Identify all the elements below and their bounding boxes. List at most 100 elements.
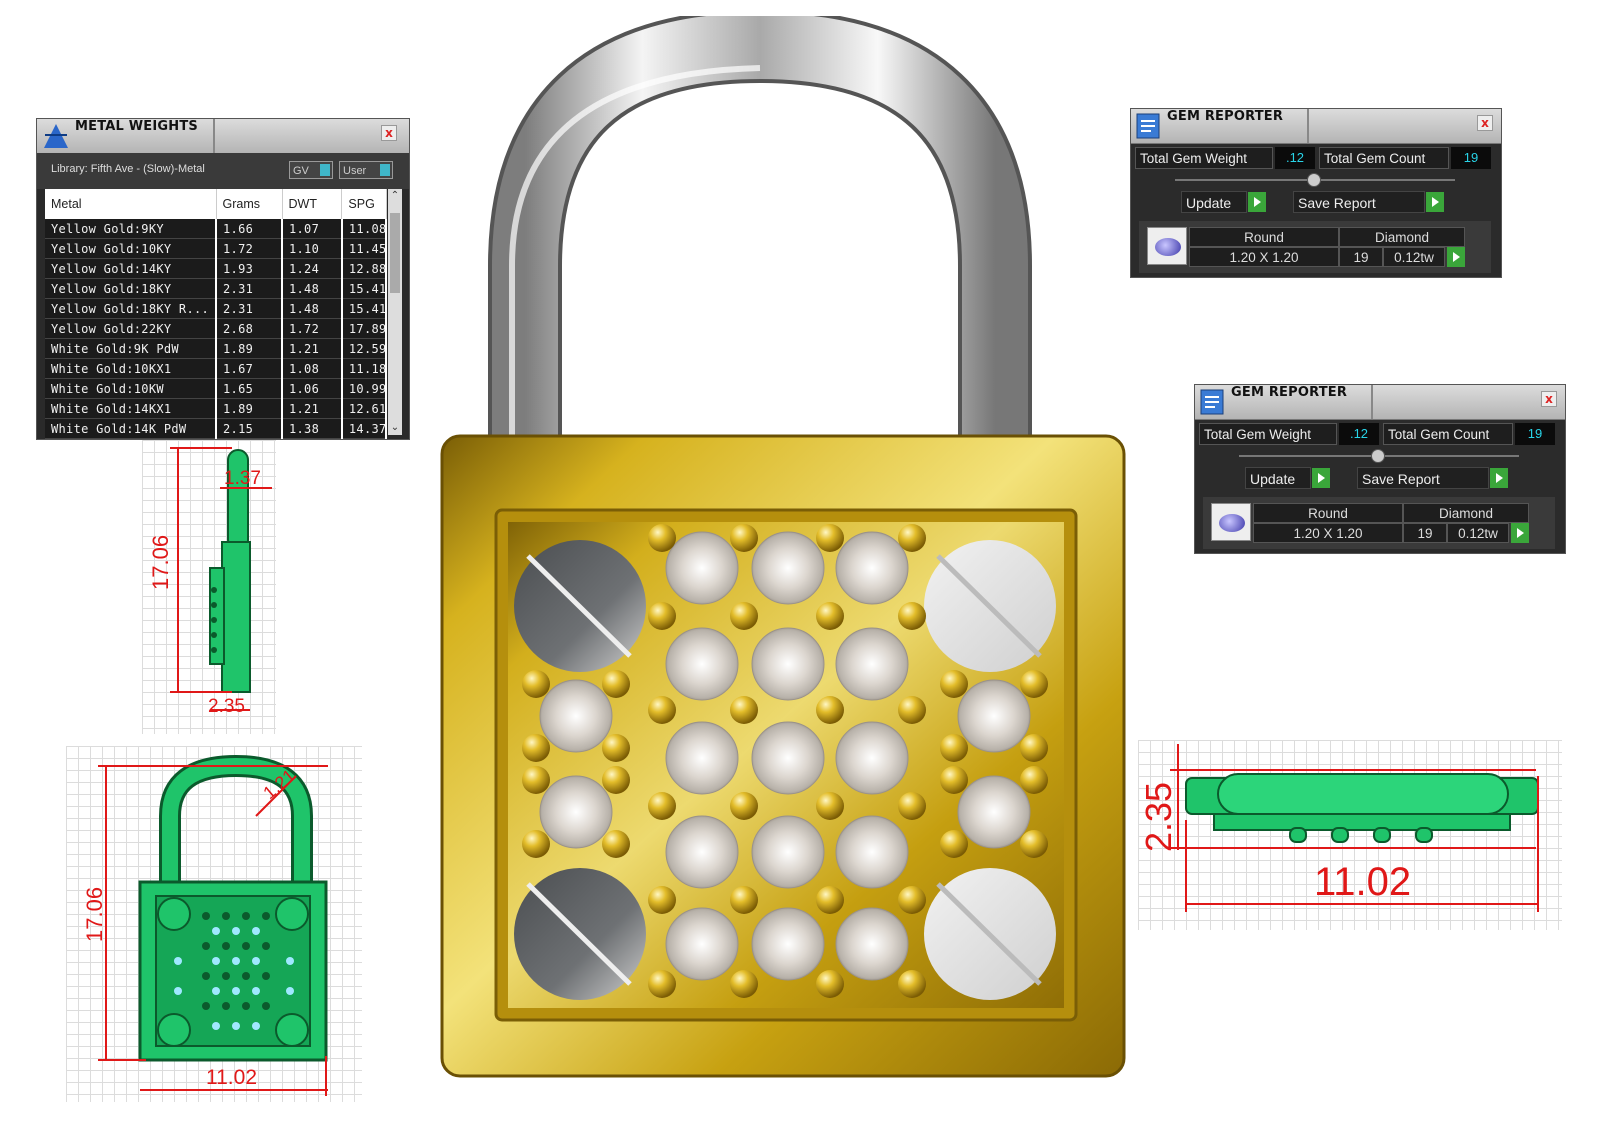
table-cell: 17.89 bbox=[341, 318, 388, 339]
scroll-up-icon[interactable]: ⌃ bbox=[390, 190, 400, 201]
play-icon[interactable] bbox=[1312, 468, 1330, 488]
play-icon[interactable] bbox=[1490, 468, 1508, 488]
save-report-button[interactable]: Save Report bbox=[1293, 191, 1444, 213]
library-label: Library: Fifth Ave - (Slow)-Metal bbox=[51, 163, 205, 175]
user-toggle[interactable]: User bbox=[339, 161, 393, 179]
update-button[interactable]: Update bbox=[1181, 191, 1266, 213]
slider-handle[interactable] bbox=[1307, 173, 1321, 187]
diamond-pave bbox=[522, 524, 1048, 998]
table-cell: 1.10 bbox=[282, 238, 343, 259]
table-cell: 1.07 bbox=[282, 219, 343, 239]
close-icon[interactable]: x bbox=[1541, 391, 1557, 407]
gem-reporter-titlebar[interactable]: GEM REPORTER x bbox=[1131, 109, 1501, 144]
table-cell: 1.06 bbox=[282, 378, 343, 399]
table-cell: 1.89 bbox=[216, 398, 283, 419]
gem-qty: 19 bbox=[1339, 247, 1383, 267]
table-cell: Yellow Gold:14KY bbox=[45, 258, 218, 279]
total-gem-count-value: 19 bbox=[1451, 147, 1491, 169]
table-cell: Yellow Gold:18KY bbox=[45, 278, 218, 299]
table-cell: 1.48 bbox=[282, 278, 343, 299]
side-view-drawing bbox=[170, 447, 272, 711]
gem-size: 1.20 X 1.20 bbox=[1253, 523, 1403, 543]
table-cell: 11.08 bbox=[341, 219, 388, 239]
play-icon[interactable] bbox=[1248, 192, 1266, 212]
gem-reporter-title: GEM REPORTER bbox=[1231, 385, 1348, 400]
shape-header: Round bbox=[1189, 227, 1339, 247]
table-cell: 1.93 bbox=[216, 258, 283, 279]
size-slider[interactable] bbox=[1239, 449, 1519, 463]
table-cell: 1.89 bbox=[216, 338, 283, 359]
round-gem-icon[interactable] bbox=[1147, 227, 1187, 265]
metal-weights-titlebar[interactable]: METAL WEIGHTS x bbox=[37, 119, 409, 154]
cad-front-view: 17.06 11.02 1.21 bbox=[66, 746, 362, 1102]
close-icon[interactable]: x bbox=[381, 125, 397, 141]
table-cell: 15.41 bbox=[341, 278, 388, 299]
play-icon[interactable] bbox=[1511, 523, 1529, 543]
table-cell: 12.59 bbox=[341, 338, 388, 359]
close-icon[interactable]: x bbox=[1477, 115, 1493, 131]
dimension-label: 11.02 bbox=[206, 1066, 257, 1089]
gv-toggle[interactable]: GV bbox=[289, 161, 333, 179]
table-cell: 11.45 bbox=[341, 238, 388, 259]
round-gem-icon[interactable] bbox=[1211, 503, 1251, 541]
table-cell: 1.65 bbox=[216, 378, 283, 399]
scrollbar[interactable]: ⌃ ⌄ bbox=[388, 189, 402, 435]
column-header[interactable]: Metal bbox=[45, 189, 217, 219]
column-header[interactable]: SPG bbox=[341, 189, 387, 219]
table-cell: 1.21 bbox=[282, 398, 343, 419]
table-cell: 12.88 bbox=[341, 258, 388, 279]
table-cell: Yellow Gold:9KY bbox=[45, 219, 218, 239]
gem-qty: 19 bbox=[1403, 523, 1447, 543]
total-gem-weight-label: Total Gem Weight bbox=[1135, 147, 1273, 169]
shape-header: Round bbox=[1253, 503, 1403, 523]
column-header[interactable]: DWT bbox=[282, 189, 343, 219]
table-cell: 2.68 bbox=[216, 318, 283, 339]
table-cell: White Gold:10KW bbox=[45, 378, 218, 399]
update-button[interactable]: Update bbox=[1245, 467, 1330, 489]
gem-reporter-title: GEM REPORTER bbox=[1167, 109, 1284, 124]
table-cell: 1.67 bbox=[216, 358, 283, 379]
table-cell: 2.31 bbox=[216, 298, 283, 319]
table-cell: 2.15 bbox=[216, 418, 283, 439]
table-cell: 1.38 bbox=[282, 418, 343, 439]
cad-bottom-view: 2.35 11.02 bbox=[1138, 740, 1562, 930]
cad-side-view: 17.06 1.37 2.35 bbox=[142, 440, 276, 734]
slider-handle[interactable] bbox=[1371, 449, 1385, 463]
gem-reporter-titlebar[interactable]: GEM REPORTER x bbox=[1195, 385, 1565, 420]
bottom-view-drawing bbox=[1170, 744, 1539, 912]
screw-icon bbox=[514, 540, 1056, 1000]
size-slider[interactable] bbox=[1175, 173, 1455, 187]
table-cell: 1.66 bbox=[216, 219, 283, 239]
save-report-button[interactable]: Save Report bbox=[1357, 467, 1508, 489]
play-icon[interactable] bbox=[1426, 192, 1444, 212]
gem-size: 1.20 X 1.20 bbox=[1189, 247, 1339, 267]
table-cell: White Gold:14KX1 bbox=[45, 398, 218, 419]
table-cell: 11.18 bbox=[341, 358, 388, 379]
scroll-thumb[interactable] bbox=[390, 213, 400, 293]
play-icon[interactable] bbox=[1447, 247, 1465, 267]
table-cell: 1.08 bbox=[282, 358, 343, 379]
dimension-label: 2.35 bbox=[1138, 781, 1179, 852]
scroll-down-icon[interactable]: ⌄ bbox=[390, 422, 400, 433]
dimension-label: 17.06 bbox=[148, 534, 173, 590]
column-header[interactable]: Grams bbox=[216, 189, 283, 219]
table-cell: 10.99 bbox=[341, 378, 388, 399]
dimension-label: 11.02 bbox=[1314, 860, 1412, 904]
table-cell: 14.37 bbox=[341, 418, 388, 439]
total-gem-count-label: Total Gem Count bbox=[1319, 147, 1449, 169]
